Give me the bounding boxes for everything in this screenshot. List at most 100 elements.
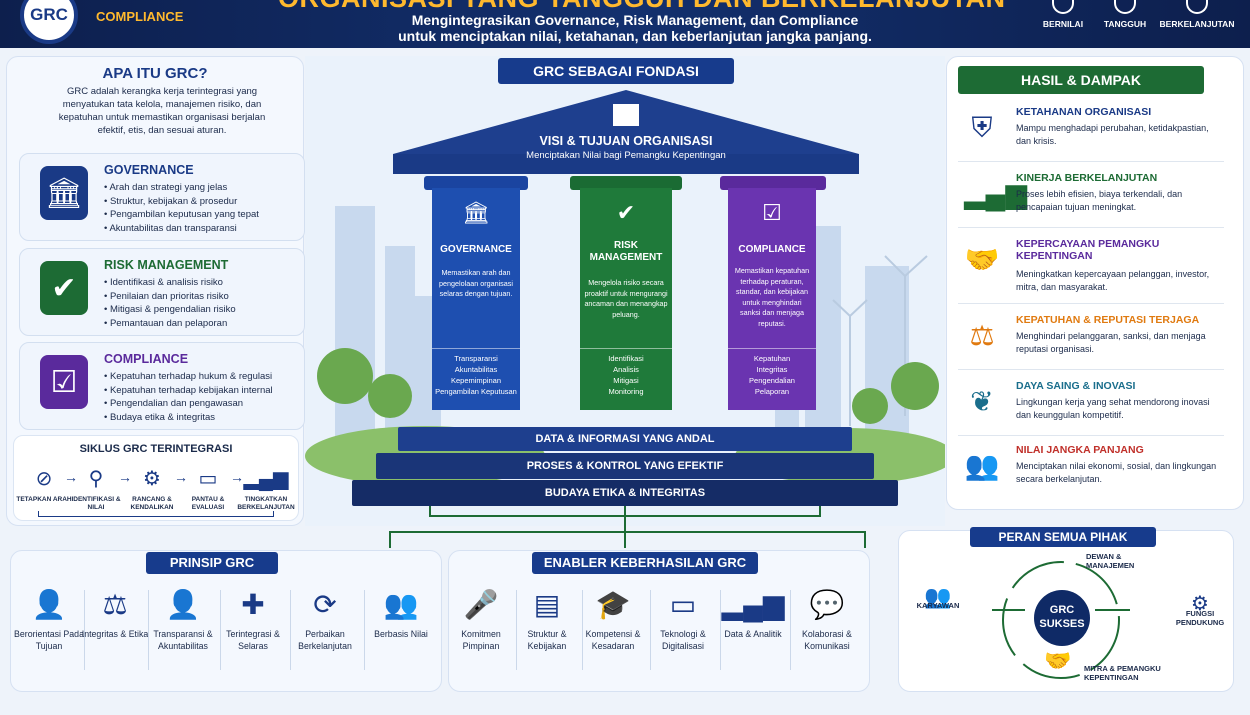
speaker-icon: 🎤 bbox=[463, 589, 499, 620]
handshake-icon: 🤝 bbox=[964, 244, 1000, 275]
pillar-item: Identifikasi bbox=[608, 354, 644, 363]
pillar-card-list: Arah dan strategi yang jelas Struktur, k… bbox=[104, 181, 259, 235]
list-item: Arah dan strategi yang jelas bbox=[104, 181, 259, 195]
prinsip-label: Integritas & Etika bbox=[81, 629, 149, 639]
list-item: Kepatuhan terhadap hukum & regulasi bbox=[104, 370, 273, 384]
role-fungsi: ⚙FUNGSI PENDUKUNG bbox=[1166, 593, 1234, 627]
pillar-title: COMPLIANCE bbox=[738, 244, 806, 255]
cycle-title: SIKLUS GRC TERINTEGRASI bbox=[79, 443, 233, 455]
people-icon: 👥 bbox=[924, 584, 952, 609]
role-label: MITRA & PEMANGKU KEPENTINGAN bbox=[1084, 664, 1161, 682]
divider bbox=[516, 590, 517, 670]
cycle-step: ⚲ IDENTIFIKASI & NILAI bbox=[66, 466, 126, 512]
prinsip-title: PRINSIP GRC bbox=[146, 552, 278, 574]
shield-icon bbox=[1114, 0, 1136, 14]
arrow-icon: → bbox=[174, 469, 188, 485]
connector-lines bbox=[389, 506, 866, 548]
pillar-cap bbox=[424, 176, 528, 190]
center-line-2: SUKSES bbox=[1039, 618, 1085, 630]
user-check-icon: 👤 bbox=[165, 589, 201, 620]
pillar-item: Pelaporan bbox=[754, 387, 790, 396]
pillar-item: Akuntabilitas bbox=[454, 365, 498, 374]
divider bbox=[720, 590, 721, 670]
monitor-icon: ▭ bbox=[198, 468, 218, 490]
result-title: NILAI JANGKA PANJANG bbox=[1016, 444, 1144, 456]
puzzle-icon: ✚ bbox=[241, 589, 265, 620]
divider bbox=[582, 590, 583, 670]
cycle-step-label: PANTAU & EVALUASI bbox=[191, 496, 225, 511]
list-item: Struktur, kebijakan & prosedur bbox=[104, 195, 259, 209]
prinsip-item: ✚Terintegrasi & Selaras bbox=[218, 588, 288, 652]
list-item: Mitigasi & pengendalian risiko bbox=[104, 303, 236, 317]
arrow-icon: → bbox=[230, 469, 244, 485]
growth-chart-icon: ▂▄▆ bbox=[964, 178, 1027, 209]
cycle-step: ⚙ RANCANG & KENDALIKAN bbox=[122, 466, 182, 512]
handshake-icon: 🤝 bbox=[1044, 648, 1072, 673]
result-item: 👥 NILAI JANGKA PANJANG Menciptakan nilai… bbox=[958, 438, 1224, 500]
roof-subtitle: Menciptakan Nilai bagi Pemangku Kepentin… bbox=[526, 150, 726, 161]
pillar-risk: ✔ RISK MANAGEMENT Mengelola risiko secar… bbox=[580, 188, 672, 410]
divider bbox=[84, 590, 85, 670]
bank-icon: 🏛 bbox=[462, 200, 490, 225]
pillar-items: Transparansi Akuntabilitas Kepemimpinan … bbox=[432, 348, 520, 397]
subtitle-line-1: Mengintegrasikan Governance, Risk Manage… bbox=[411, 12, 859, 28]
cycle-step-label: RANCANG & KENDALIKAN bbox=[130, 496, 174, 511]
cycle-card: SIKLUS GRC TERINTEGRASI ⊘ TETAPKAN ARAH →… bbox=[13, 435, 299, 521]
cycle-step: ▂▄▆TINGKATKAN BERKELANJUTAN bbox=[236, 466, 296, 512]
compass-icon: ⊘ bbox=[35, 468, 53, 490]
subtitle-line-2: untuk menciptakan nilai, ketahanan, dan … bbox=[398, 28, 872, 44]
pillar-governance: 🏛 GOVERNANCE Memastikan arah dan pengelo… bbox=[432, 188, 520, 410]
pillar-item: Pengendalian bbox=[749, 376, 795, 385]
cycle-step-label: TETAPKAN ARAH bbox=[16, 496, 72, 503]
main-subtitle: Mengintegrasikan Governance, Risk Manage… bbox=[330, 12, 940, 44]
pillar-card-risk: ✔ RISK MANAGEMENT Identifikasi & analisi… bbox=[19, 248, 305, 336]
leaf-icon: ❦ bbox=[970, 386, 994, 417]
result-item: ⛨ KETAHANAN ORGANISASI Mampu menghadapi … bbox=[958, 100, 1224, 162]
pillar-item: Mitigasi bbox=[613, 376, 639, 385]
gear-icon: ⚙ bbox=[1191, 593, 1209, 615]
role-label: KARYAWAN bbox=[916, 601, 960, 610]
monitor-gear-icon: ▭ bbox=[669, 589, 697, 620]
cycle-step-label: IDENTIFIKASI & NILAI bbox=[71, 496, 121, 511]
foundation-step-1: DATA & INFORMASI YANG ANDAL bbox=[398, 427, 852, 451]
enabler-item: 🎓Kompetensi & Kesadaran bbox=[578, 588, 648, 652]
pillar-item: Pengambilan Keputusan bbox=[435, 387, 517, 396]
cycle-return-arrow bbox=[38, 511, 274, 517]
prinsip-item: ⟳Perbaikan Berkelanjutan bbox=[290, 588, 360, 652]
checklist-icon: ☑ bbox=[40, 355, 88, 409]
results-title: HASIL & DAMPAK bbox=[958, 66, 1204, 94]
result-title: DAYA SAING & INOVASI bbox=[1016, 380, 1136, 392]
people-icon: 👥 bbox=[964, 450, 1000, 481]
list-item: Kepatuhan terhadap kebijakan internal bbox=[104, 384, 273, 398]
gears-icon: ⚙ bbox=[143, 468, 161, 490]
divider bbox=[790, 590, 791, 670]
enabler-label: Struktur & Kebijakan bbox=[527, 629, 567, 651]
cycle-step: ▭ PANTAU & EVALUASI bbox=[178, 466, 238, 512]
pillar-card-compliance: ☑ COMPLIANCE Kepatuhan terhadap hukum & … bbox=[19, 342, 305, 430]
cycle-step: ⊘ TETAPKAN ARAH bbox=[14, 466, 74, 504]
divider bbox=[220, 590, 221, 670]
arrow-icon: → bbox=[64, 469, 78, 485]
main-title: ORGANISASI YANG TANGGUH DAN BERKELANJUTA… bbox=[278, 0, 1008, 14]
magnifier-icon: ⚲ bbox=[88, 468, 104, 490]
pillar-desc: Memastikan kepatuhan terhadap peraturan,… bbox=[734, 266, 810, 328]
compliance-label: COMPLIANCE bbox=[96, 9, 184, 24]
pillar-title: GOVERNANCE bbox=[440, 244, 512, 255]
document-icon: ▤ bbox=[533, 589, 561, 620]
result-title: KINERJA BERKELANJUTAN bbox=[1016, 172, 1158, 184]
cycle-step-label: TINGKATKAN BERKELANJUTAN bbox=[237, 496, 295, 511]
result-text: Menghindari pelanggaran, sanksi, dan men… bbox=[1016, 331, 1206, 354]
value-label: BERNILAI bbox=[1042, 19, 1084, 29]
pillar-title: RISK MANAGEMENT bbox=[589, 240, 663, 263]
enabler-title: ENABLER KEBERHASILAN GRC bbox=[532, 552, 758, 574]
enabler-label: Teknologi & Digitalisasi bbox=[660, 629, 706, 651]
divider bbox=[650, 590, 651, 670]
results-panel bbox=[946, 56, 1244, 510]
enabler-label: Data & Analitik bbox=[724, 629, 782, 639]
role-karyawan: 👥KARYAWAN bbox=[910, 584, 966, 611]
value-berkelanjutan: BERKELANJUTAN bbox=[1152, 0, 1242, 29]
prinsip-item: ⚖Integritas & Etika bbox=[80, 588, 150, 640]
result-title: KETAHANAN ORGANISASI bbox=[1016, 106, 1152, 118]
roles-title: PERAN SEMUA PIHAK bbox=[970, 527, 1156, 547]
divider bbox=[148, 590, 149, 670]
